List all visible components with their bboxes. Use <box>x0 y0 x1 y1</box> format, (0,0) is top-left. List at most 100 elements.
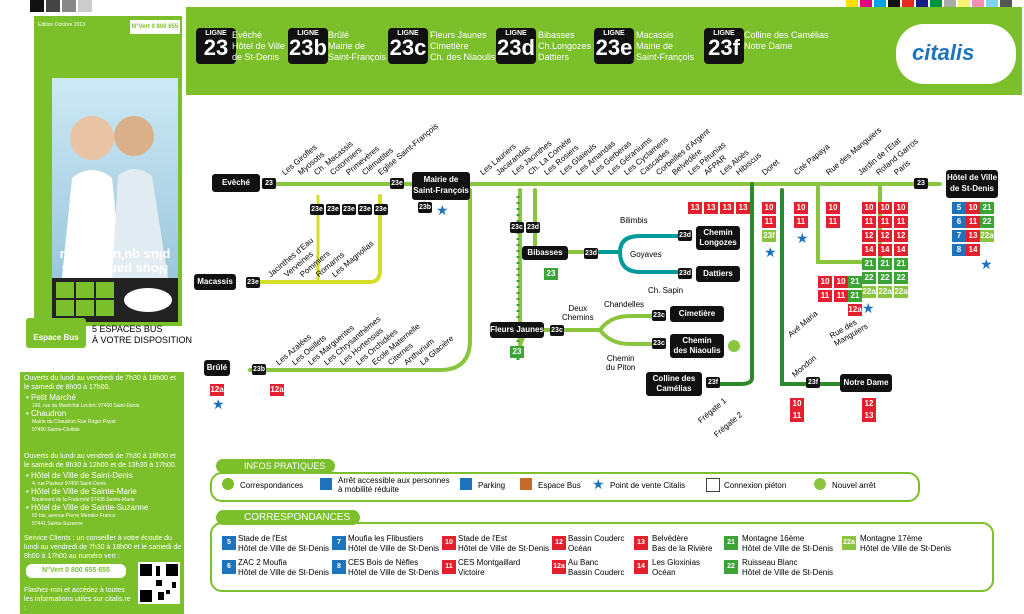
station-bibasses[interactable]: Bibasses <box>522 246 568 260</box>
legend-parking: Parking <box>478 481 506 490</box>
place-name: • Hôtel de Ville de Sainte-Marie <box>26 487 137 496</box>
correspondance-icon <box>222 478 234 490</box>
station-notre-dame[interactable]: Notre Dame <box>840 374 892 392</box>
parking-icon <box>460 478 472 490</box>
place-name: • Hôtel de Ville de Sainte-Suzanne <box>26 503 149 512</box>
corr-badge: 7 <box>332 536 346 550</box>
corr-text: Ruisseau Blanc Hôtel de Ville de St-Deni… <box>742 558 834 577</box>
flash-text: Flashez-moi et accédez à toutes les info… <box>24 587 131 612</box>
corr-10: 10 <box>878 202 892 214</box>
corr-10: 10 <box>966 202 980 214</box>
edition-text: Edition Octobre 2013 <box>38 22 85 28</box>
service-clients: Service Clients : un conseiller à votre … <box>24 535 182 560</box>
ligne-label: LIGNE <box>505 30 527 37</box>
cover-logos <box>52 278 178 322</box>
corr-11: 11 <box>794 216 808 228</box>
corr-13: 13 <box>720 202 734 214</box>
legend-sales-point: Point de vente Citalis <box>610 481 686 490</box>
sales-point-star-icon: ★ <box>796 230 809 246</box>
route-23-label: 23 <box>914 178 928 189</box>
corr-8: 8 <box>952 244 966 256</box>
stop-label: Deux Chemins <box>562 304 594 322</box>
accessible-icon <box>320 478 332 490</box>
corr-11: 11 <box>894 216 908 228</box>
corr-text: Montagne 16ème Hôtel de Ville de St-Deni… <box>742 534 834 553</box>
espace-bus-info: Ouverts du lundi au vendredi de 7h30 à 1… <box>20 372 184 614</box>
corr-22: 22 <box>862 272 876 284</box>
cover-small-text: Edition Octobre 2013 <box>38 22 128 76</box>
corr-text: Bassin Couderc Océan <box>568 534 625 553</box>
corr-10: 10 <box>762 202 776 214</box>
corr-badge: 22 <box>724 560 738 574</box>
corr-badge: 10 <box>442 536 456 550</box>
corr-badge: 13 <box>634 536 648 550</box>
station-macassis[interactable]: Macassis <box>194 274 236 290</box>
corr-22a: 22a <box>894 286 908 298</box>
corr-21: 21 <box>848 290 862 302</box>
station-mairie[interactable]: Mairie de Saint-François <box>412 172 470 200</box>
station-hdv[interactable]: Hôtel de Ville de St-Denis <box>946 170 998 198</box>
left-panel: Edition Octobre 2013 N°Vert 0 800 655 65… <box>16 16 192 614</box>
corr-22a: 22a <box>862 286 876 298</box>
corr-13: 13 <box>736 202 750 214</box>
station-colline[interactable]: Colline des Camélias <box>646 372 702 396</box>
station-cimetiere[interactable]: Cimetière <box>670 306 724 322</box>
corr-badge: 22a <box>842 536 856 550</box>
pedestrian-icon <box>706 478 720 492</box>
corr-23: 23 <box>544 268 558 280</box>
route-23e-label: 23e <box>390 178 404 189</box>
corr-badge: 11 <box>442 560 456 574</box>
corr-text: Moufia les Flibustiers Hôtel de Ville de… <box>348 534 440 553</box>
corr-21: 21 <box>878 258 892 270</box>
sales-point-star-icon: ★ <box>764 244 777 260</box>
stop-label: Ch. Sapin <box>648 286 684 295</box>
place-addr: 65 bis, avenue Pierre Mendès France 9744… <box>32 513 116 527</box>
corr-21: 21 <box>980 202 994 214</box>
espace-bus-label: Espace Bus <box>33 333 79 342</box>
corr-text: Belvédère Bas de la Rivière <box>652 534 713 553</box>
route-23d-label: 23d <box>526 222 540 233</box>
stop-label: Chandelles <box>604 300 645 309</box>
corr-10: 10 <box>826 202 840 214</box>
corr-badge: 6 <box>222 560 236 574</box>
qr-code[interactable] <box>138 562 180 604</box>
route-23e-label: 23e <box>326 204 340 215</box>
station-fleurs-jaunes[interactable]: Fleurs Jaunes <box>490 322 544 338</box>
route-23f-label: 23f <box>806 377 820 388</box>
corr-12a: 12a <box>270 384 284 396</box>
legend-correspondances: Correspondances <box>240 481 304 490</box>
corr-14: 14 <box>966 244 980 256</box>
new-stop-icon <box>728 340 740 352</box>
corr-13: 13 <box>966 230 980 242</box>
corr-21: 21 <box>848 276 862 288</box>
place-name: • Chaudron <box>26 409 67 418</box>
new-stop-icon <box>814 478 826 490</box>
corr-22a: 22a <box>878 286 892 298</box>
station-dattiers[interactable]: Dattiers <box>696 266 740 282</box>
corr-12: 12 <box>894 230 908 242</box>
corr-10: 10 <box>834 276 848 288</box>
corr-6: 6 <box>952 216 966 228</box>
hours-2: Ouverts du lundi au vendredi de 7h30 à 1… <box>24 453 177 469</box>
ligne-label: LIGNE <box>297 30 319 37</box>
station-chemin-niaoulis[interactable]: Chemin des Niaoulis <box>670 334 724 358</box>
info-legend <box>210 472 920 502</box>
station-eveche[interactable]: Evêché <box>212 174 260 192</box>
ligne-label: LIGNE <box>397 30 419 37</box>
place-addr: Mairie du Chaudron Rue Roger Payet 97490… <box>32 419 116 433</box>
corr-10: 10 <box>818 276 832 288</box>
stop-label: Chemin du Piton <box>606 354 636 372</box>
places-2: • Hôtel de Ville de Saint-Denis 4, rue P… <box>26 472 184 528</box>
station-chemin-longozes[interactable]: Chemin Longozes <box>696 226 740 250</box>
station-brule[interactable]: Brûlé <box>204 360 230 376</box>
route-23e-label: 23e <box>374 204 388 215</box>
corr-12a: 12a <box>210 384 224 396</box>
corr-badge: 8 <box>332 560 346 574</box>
route-23b-label: 23b <box>252 364 266 375</box>
